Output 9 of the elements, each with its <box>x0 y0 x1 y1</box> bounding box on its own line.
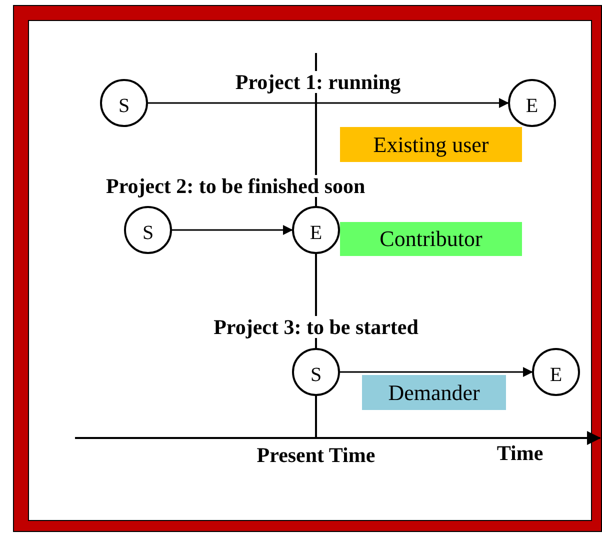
arrow <box>148 98 509 108</box>
arrow <box>340 367 533 377</box>
project-title: Project 2: to be finished soon <box>104 175 368 197</box>
role-box: Demander <box>362 375 506 410</box>
role-box: Existing user <box>340 127 522 162</box>
project-title: Project 1: running <box>233 71 403 93</box>
role-box: Contributor <box>340 222 522 256</box>
project-title: Project 3: to be started <box>212 316 420 338</box>
arrow <box>172 225 293 235</box>
